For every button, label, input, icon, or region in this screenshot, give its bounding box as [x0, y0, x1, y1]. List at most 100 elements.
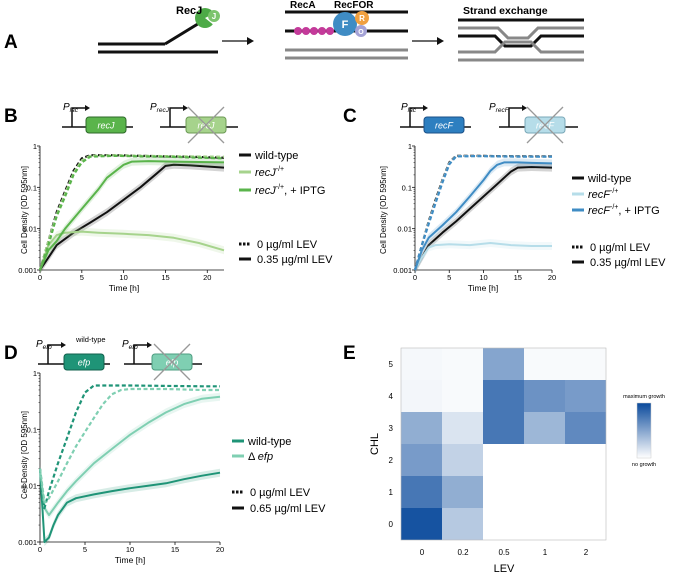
- recr-letter: R: [359, 14, 365, 23]
- x-tick-labels: 0 5 10 15 20: [38, 273, 212, 282]
- promoter-label: PrecF: [489, 102, 510, 114]
- y-axis-label: CHL: [369, 433, 381, 455]
- promoter-label: Plac: [401, 102, 417, 114]
- legend-entry: 0.65 µg/ml LEV: [250, 503, 326, 515]
- heatmap-cell: [565, 508, 606, 540]
- gene-box: [85, 116, 127, 134]
- x-tick-label: 15: [161, 273, 169, 282]
- error-band: [40, 157, 224, 274]
- strand-exchange-label: Strand exchange: [463, 5, 548, 17]
- legend: wild-type Δ efp 0 µg/ml LEV 0.65 µg/ml L…: [232, 436, 326, 515]
- x-tick-label: 10: [126, 545, 134, 554]
- legend-entry: Δ efp: [248, 451, 273, 463]
- series-line: [38, 154, 225, 271]
- series-line: [414, 166, 553, 271]
- legend: wild-type recJ-/+ recJ-/+, + IPTG 0 µg/m…: [239, 150, 333, 266]
- series-line: [39, 395, 221, 517]
- heatmap-cells: [400, 347, 607, 541]
- legend-entry: 0.35 µg/ml LEV: [590, 257, 666, 269]
- y-tick-label: 1: [33, 142, 37, 151]
- panel-c-constructs: Plac recF PrecF recF: [400, 102, 578, 144]
- x-axis-label: Time [h]: [115, 555, 145, 565]
- x-tick-label: 10: [119, 273, 127, 282]
- promoter-arrow-icon: [169, 107, 184, 127]
- panel-d-chart: Cell Density [OD 595nm] 0.001 0.01 0.1 1…: [18, 369, 326, 565]
- panel-letter-c: C: [343, 106, 357, 127]
- heatmap-cell: [524, 508, 565, 540]
- gene-label: efp: [78, 358, 91, 368]
- x-tick-labels: 0 5 10 15 20: [413, 273, 556, 282]
- heatmap-cell: [524, 380, 565, 412]
- x-tick-label: 0: [413, 273, 417, 282]
- reca-filament-icon: [294, 27, 334, 35]
- y-tick-label: 0.01: [397, 225, 412, 234]
- promoter-arrow-icon: [508, 107, 523, 127]
- heatmap-cell: [483, 444, 524, 476]
- error-band: [40, 160, 224, 274]
- panel-d-plot-area: [37, 372, 221, 546]
- legend-entry: recF-/+: [588, 188, 618, 201]
- series-line: [413, 154, 552, 271]
- y-tick-label: 0.001: [18, 266, 37, 275]
- heatmap-cell: [565, 348, 606, 380]
- repressed-cross-icon: [187, 106, 225, 144]
- recf-protein-icon: [333, 12, 357, 36]
- series-line: [39, 160, 225, 271]
- series-line: [38, 154, 225, 271]
- panel-b-plot-area: [37, 145, 225, 274]
- x-tick-labels: 0 5 10 15 20: [38, 545, 224, 554]
- panel-a-schematic: J RecJ F R O RecA RecF: [98, 0, 584, 62]
- series-line: [39, 230, 225, 271]
- heatmap-cell: [401, 476, 442, 508]
- heatmap-cell: [483, 348, 524, 380]
- x-tick-label: 15: [514, 273, 522, 282]
- x-tick-label: 20: [548, 273, 556, 282]
- heatmap-y-ticks: 0 1 2 3 4 5: [389, 360, 394, 529]
- recj-dna-diagram: J RecJ: [98, 5, 220, 54]
- panel-letter-e: E: [343, 343, 356, 364]
- heatmap-cell: [401, 412, 442, 444]
- strand-exchange-diagram: Strand exchange: [458, 5, 584, 62]
- y-tick-label: 0.01: [22, 225, 37, 234]
- gene-box: [423, 116, 465, 134]
- gene-label: recF: [435, 121, 454, 131]
- recr-protein-icon: [355, 11, 369, 25]
- x-axis-label: LEV: [494, 563, 515, 575]
- colorbar-max-label: maximum growth: [623, 394, 665, 400]
- y-tick-label: 1: [389, 488, 394, 497]
- heatmap-cell: [442, 412, 483, 444]
- y-tick-label: 0: [389, 520, 394, 529]
- x-tick-label: 0: [420, 548, 425, 557]
- y-axis-label: Cell Density [OD 595nm]: [20, 411, 29, 499]
- promoter-arrow-icon: [47, 344, 62, 364]
- heatmap-cell: [565, 476, 606, 508]
- promoter-arrow-icon: [71, 107, 86, 127]
- promoter-label: PrecJ: [150, 102, 170, 114]
- heatmap-cell: [524, 348, 565, 380]
- y-tick-label: 0.001: [393, 266, 412, 275]
- heatmap-cell: [524, 412, 565, 444]
- promoter-label: Plac: [63, 102, 79, 114]
- x-tick-label: 20: [216, 545, 224, 554]
- error-band: [40, 464, 220, 546]
- heatmap-x-ticks: 0 0.2 0.5 1 2: [420, 548, 589, 557]
- arrow-icon: [222, 37, 254, 45]
- series-line: [413, 155, 552, 271]
- y-axis-label: Cell Density [OD 595nm]: [379, 166, 388, 254]
- series-line: [414, 242, 552, 271]
- error-band: [40, 392, 220, 520]
- heatmap-cell: [442, 348, 483, 380]
- series-line: [39, 163, 225, 271]
- recfor-label: RecFOR: [334, 0, 374, 11]
- x-tick-label: 2: [584, 548, 589, 557]
- heatmap-cell: [565, 412, 606, 444]
- y-tick-label: 5: [389, 360, 394, 369]
- panel-letter-b: B: [4, 106, 18, 127]
- legend-entry: 0 µg/ml LEV: [257, 239, 318, 251]
- legend-entry: recF-/+, + IPTG: [588, 204, 660, 217]
- error-band: [415, 158, 552, 274]
- heatmap-cell: [524, 444, 565, 476]
- deletion-cross-icon: [153, 343, 191, 381]
- recj-label: RecJ: [176, 5, 202, 17]
